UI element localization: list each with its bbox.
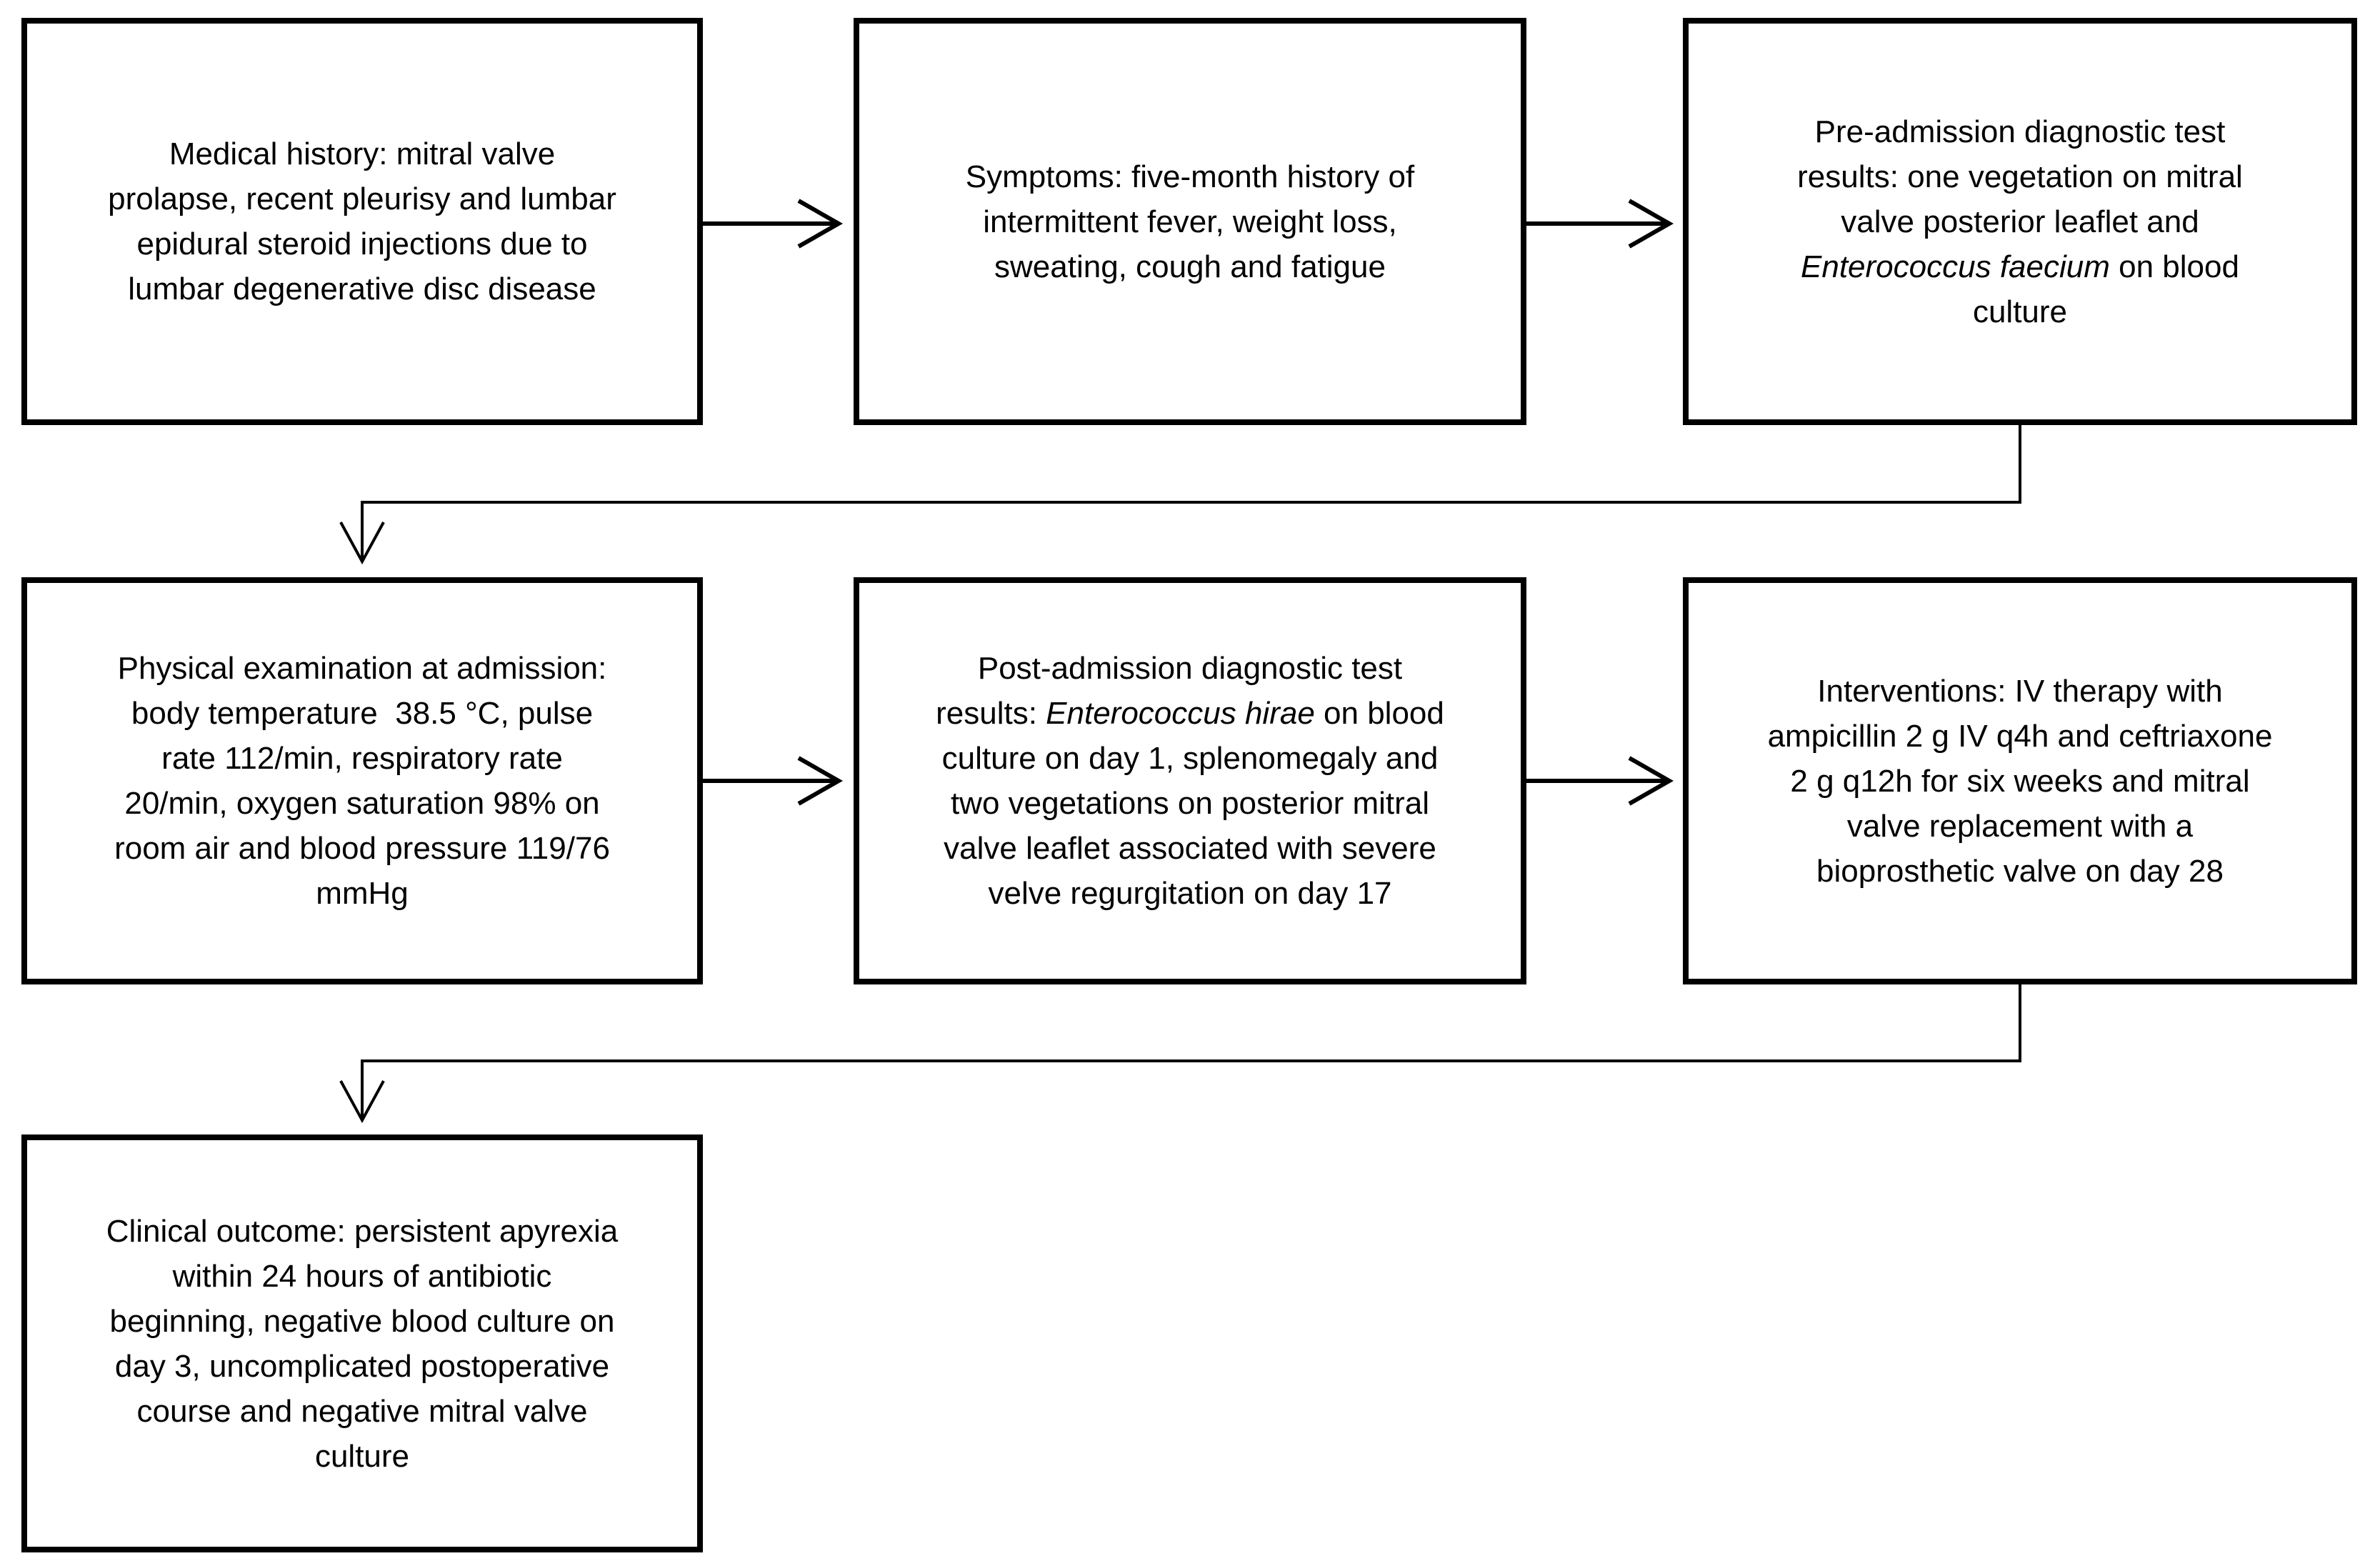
arrow-symptoms-to-preadmission [1526, 199, 1674, 249]
arrow-physical-exam-to-postadmission [703, 756, 844, 806]
arrow-medical-history-to-symptoms [703, 199, 844, 249]
box-physical-examination-text: Physical examination at admission:body t… [114, 651, 610, 911]
elbow-preadmission-to-physical-exam [339, 425, 2021, 565]
box-physical-examination: Physical examination at admission:body t… [21, 577, 703, 984]
arrow-postadmission-to-interventions [1526, 756, 1674, 806]
elbow-interventions-to-clinical-outcome [339, 984, 2021, 1124]
